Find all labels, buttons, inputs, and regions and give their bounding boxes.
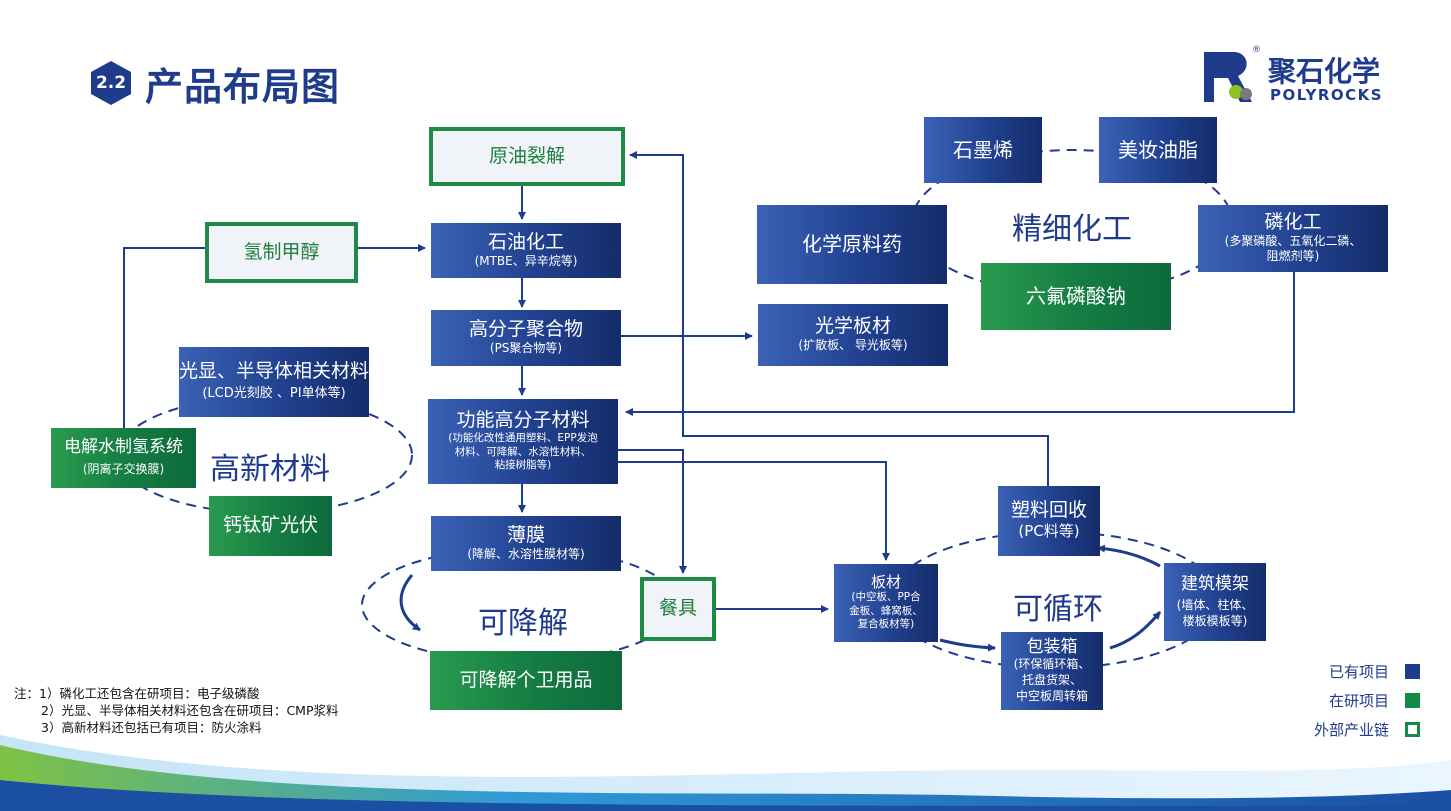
node-functional-polymer: 功能高分子材料 (功能化改性通用塑料、EPP发泡 材料、可降解、水溶性材料、 粘… [428,399,618,484]
node-optical-sheet: 光学板材 (扩散板、 导光板等) [758,304,948,366]
node-subtitle-line: (多聚磷酸、五氧化二磷、 [1224,233,1362,248]
high-tech-cycle [117,396,413,514]
node-film: 薄膜 (降解、水溶性膜材等) [431,516,621,571]
node-title: 磷化工 [1264,210,1322,233]
node-title: 六氟磷酸钠 [1026,284,1126,308]
footnote-1: 注：1）磷化工还包含在研项目：电子级磷酸 [14,686,260,701]
node-title: 功能高分子材料 [456,409,590,432]
node-pharma-api: 化学原料药 [757,205,947,284]
group-label-fine-chem: 精细化工 [1012,212,1132,247]
node-graphene: 石墨烯 [924,117,1042,183]
node-hydrogen-methanol: 氢制甲醇 [205,222,358,283]
node-title: 光学板材 [814,315,891,338]
registered-mark: ® [1252,45,1261,55]
node-subtitle: (LCD光刻胶 、PI单体等) [202,386,346,402]
section-number-badge [91,61,131,105]
node-title: 化学原料药 [802,232,902,256]
node-subtitle: (PC料等) [1018,522,1080,541]
node-title: 板材 [870,572,901,591]
legend-swatch-existing [1405,664,1420,679]
node-subtitle-line: 楼板模板等) [1182,613,1248,628]
legend: 已有项目 在研项目 外部产业链 [1280,660,1420,741]
node-title: 可降解个卫用品 [459,668,593,691]
node-subtitle-line: 复合板材等) [857,618,915,631]
legend-item-research: 在研项目 [1280,689,1420,712]
node-crude-cracking: 原油裂解 [429,127,625,186]
polyrocks-logo-icon [1204,52,1252,102]
node-subtitle-line: 粘接树脂等) [494,459,552,472]
node-hygiene-products: 可降解个卫用品 [430,651,622,710]
legend-item-external: 外部产业链 [1280,718,1420,741]
node-subtitle: (降解、水溶性膜材等) [467,546,585,561]
legend-swatch-research [1405,693,1420,708]
node-title: 薄膜 [506,523,545,546]
node-title: 包装箱 [1026,636,1078,657]
node-tableware: 餐具 [640,577,716,641]
legend-swatch-external [1405,722,1420,737]
node-formwork: 建筑模架 (墙体、柱体、 楼板模板等) [1164,563,1266,641]
node-subtitle-line: 阻燃剂等) [1266,249,1320,264]
node-petrochemical: 石油化工 (MTBE、异辛烷等) [431,223,621,278]
node-plastic-recycling: 塑料回收 (PC料等) [998,486,1100,556]
node-subtitle-line: (墙体、柱体、 [1176,598,1254,613]
footnote-2: 2）光显、半导体相关材料还包含在研项目：CMP浆料 [41,703,339,718]
node-subtitle-line: (环保循环箱、 [1013,657,1091,672]
node-subtitle-line: 中空板周转箱 [1015,688,1088,703]
group-label-degradable: 可降解 [478,606,568,641]
legend-item-existing: 已有项目 [1280,660,1420,683]
node-subtitle: (MTBE、异辛烷等) [474,253,578,268]
node-subtitle-line: 材料、可降解、水溶性材料、 [454,445,592,458]
legend-label: 外部产业链 [1313,721,1389,739]
node-title: 美妆油脂 [1118,137,1198,162]
node-subtitle: (扩散板、 导光板等) [798,338,908,353]
node-sodium-hexafluorophosphate: 六氟磷酸钠 [981,263,1171,330]
node-title: 光显、半导体相关材料 [179,359,370,382]
node-electrolysis: 电解水制氢系统 (阴离子交换膜) [51,428,196,488]
node-subtitle: (PS聚合物等) [489,341,563,356]
node-subtitle-line: 金板、蜂窝板、 [849,604,923,617]
legend-label: 在研项目 [1328,692,1389,710]
node-subtitle-line: 托盘货架、 [1021,672,1082,687]
node-title: 建筑模架 [1181,573,1249,594]
logo-name-en: POLYROCKS [1270,86,1384,104]
node-title: 氢制甲醇 [243,240,320,263]
legend-label: 已有项目 [1328,663,1389,681]
node-subtitle-line: (功能化改性通用塑料、EPP发泡 [448,431,598,444]
node-cosmetic-oils: 美妆油脂 [1099,117,1217,183]
node-polymer: 高分子聚合物 (PS聚合物等) [431,310,621,366]
node-title: 钙钛矿光伏 [222,514,318,537]
node-board: 板材 (中空板、PP合 金板、蜂窝板、 复合板材等) [834,564,938,642]
node-title: 石油化工 [487,230,564,253]
group-label-recycle: 可循环 [1013,592,1103,627]
node-title: 餐具 [658,597,697,620]
node-subtitle-line: (中空板、PP合 [851,591,921,604]
section-number: 2.2 [95,73,127,93]
node-display-semiconductor: 光显、半导体相关材料 (LCD光刻胶 、PI单体等) [179,347,369,417]
node-title: 电解水制氢系统 [64,436,183,457]
node-title: 塑料回收 [1010,499,1087,522]
node-title: 原油裂解 [488,144,565,167]
node-title: 石墨烯 [953,137,1013,162]
page-title: 产品布局图 [145,65,341,109]
group-label-high-tech: 高新材料 [210,452,330,487]
logo-name-cn: 聚石化学 [1268,55,1381,88]
node-title: 高分子聚合物 [468,318,583,341]
node-packaging-box: 包装箱 (环保循环箱、 托盘货架、 中空板周转箱 [1001,632,1103,710]
node-phosphorus-chem: 磷化工 (多聚磷酸、五氧化二磷、 阻燃剂等) [1198,205,1388,272]
footnote-3: 3）高新材料还包括已有项目：防火涂料 [41,720,262,735]
node-subtitle: (阴离子交换膜) [82,462,165,477]
node-perovskite: 钙钛矿光伏 [209,496,332,556]
